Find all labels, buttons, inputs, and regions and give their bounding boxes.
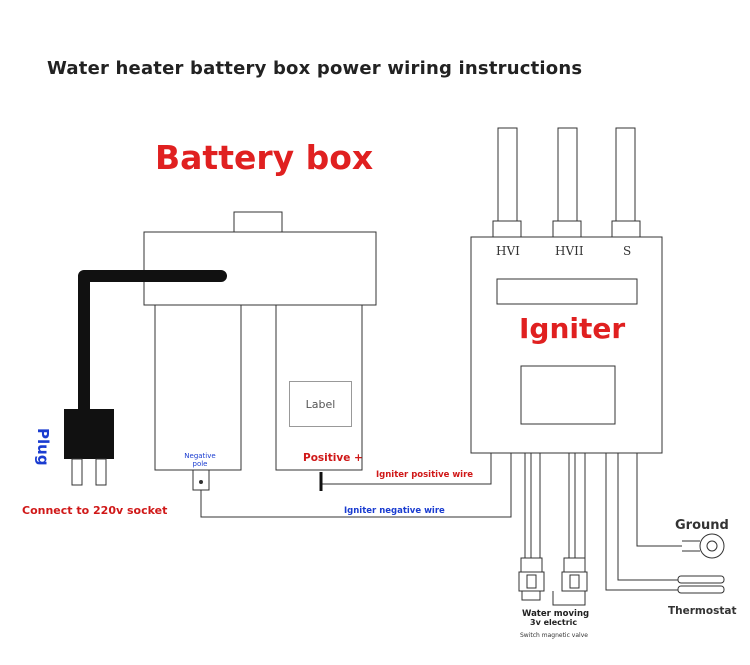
valve-label-line3: Switch magnetic valve <box>520 632 588 639</box>
igniter-window <box>496 278 638 305</box>
plug-label: Plug <box>34 428 52 466</box>
battery-label-sticker: Label <box>289 381 352 427</box>
valve-label-line2: 3v electric <box>530 618 578 627</box>
plug-cord <box>78 270 227 417</box>
battery-box-cap <box>233 211 283 233</box>
battery-box-top <box>143 231 377 306</box>
plug-caption: Connect to 220v socket <box>22 504 168 517</box>
igniter-negative-wire-label: Igniter negative wire <box>344 506 445 516</box>
page-title: Water heater battery box power wiring in… <box>47 58 583 79</box>
igniter-panel <box>520 365 616 425</box>
igniter-title: Igniter <box>519 312 626 345</box>
valve-label-line1: Water moving <box>522 609 590 619</box>
terminal-hv2-label: HVII <box>555 244 584 258</box>
ground-label: Ground <box>675 518 729 533</box>
battery-box-title: Battery box <box>155 138 374 177</box>
terminal-s-label: S <box>623 244 632 258</box>
plug-body <box>64 409 114 459</box>
igniter-positive-wire-label: Igniter positive wire <box>376 470 474 480</box>
negative-pole-label: Negative pole <box>184 452 216 468</box>
battery-cell-negative <box>154 304 242 471</box>
plug-prong-left <box>71 458 83 486</box>
plug-prong-right <box>95 458 107 486</box>
thermostat-label: Thermostat <box>668 605 737 617</box>
positive-pole-label: Positive + <box>303 452 363 464</box>
terminal-hv1-label: HVI <box>496 244 520 258</box>
